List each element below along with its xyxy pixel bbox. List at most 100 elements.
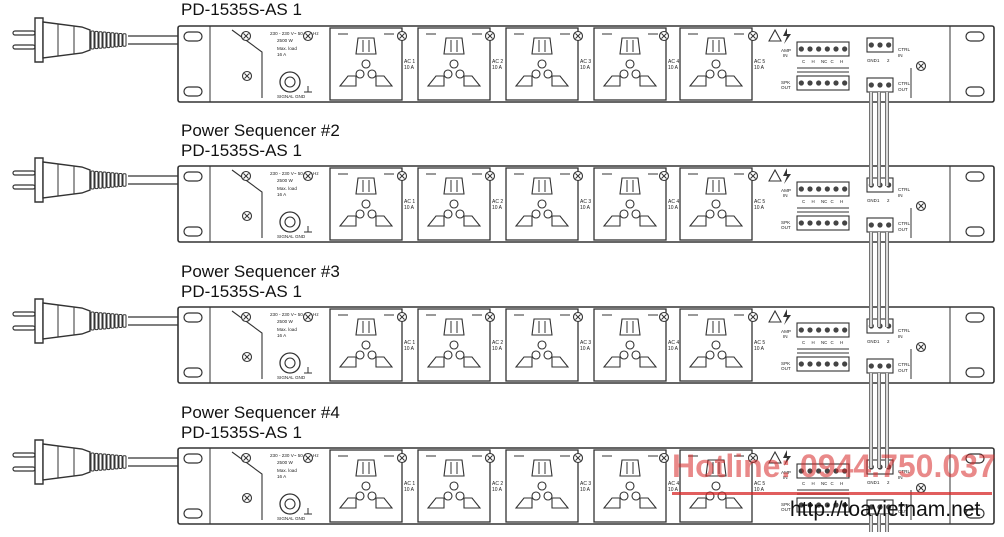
rating-power: 2500 W	[277, 460, 293, 465]
plug-strain-ring	[114, 313, 119, 329]
ground-terminal-inner	[284, 498, 296, 510]
plug-strain-ring	[90, 170, 95, 190]
rack-ear-slot	[183, 171, 203, 182]
outlet-hole	[531, 491, 541, 501]
screw-slot	[750, 455, 756, 461]
terminal-screw	[842, 46, 848, 52]
terminal-screw	[816, 327, 822, 333]
terminal-screw	[807, 220, 813, 226]
outlet-hole	[361, 481, 371, 491]
plug-strain-ring	[90, 311, 95, 331]
ctrl-terminal-label: 1	[877, 339, 880, 344]
plug-strain-ring	[118, 454, 123, 470]
ctrl-in-label: IN	[898, 475, 903, 480]
outlet-label: AC 4	[668, 59, 679, 65]
plug-strain-ring	[122, 455, 127, 469]
lightning-icon	[783, 450, 791, 466]
rating-power: 2500 W	[277, 38, 293, 43]
terminal-label: NC	[821, 199, 827, 204]
spk-out-label: OUT	[781, 507, 791, 512]
plug-strain-ring	[98, 31, 103, 49]
screw-slot	[487, 314, 493, 320]
outlet-hole	[537, 59, 547, 69]
ctrl-in-label: CTRL	[898, 469, 910, 474]
outlet-side-slot	[514, 215, 533, 227]
ctrl-terminal-label: GND	[867, 480, 877, 485]
amp-in-label: AMP	[781, 188, 791, 193]
rating-current: 16 A	[277, 192, 287, 197]
terminal-screw	[886, 42, 892, 48]
outlet-label: AC 4	[668, 481, 679, 487]
outlet-hole	[543, 69, 553, 79]
screw-slot	[243, 173, 249, 179]
outlet-rating-label: 10 A	[754, 487, 765, 493]
terminal-screw	[868, 42, 874, 48]
plug-body	[42, 443, 91, 481]
terminal-screw	[877, 363, 883, 369]
plug-prong	[12, 30, 36, 36]
unit-2-model-title: PD-1535S-AS 1	[181, 141, 302, 160]
outlet-side-slot	[463, 75, 482, 87]
plug-prong	[12, 170, 36, 176]
terminal-label: C	[802, 340, 805, 345]
spk-out-label: SPK	[781, 502, 791, 507]
outlet-hole	[443, 350, 453, 360]
outlet-side-slot	[551, 497, 570, 509]
rack-ear-slot	[183, 86, 203, 97]
outlet-side-slot	[514, 497, 533, 509]
outlet-side-slot	[338, 497, 357, 509]
terminal-label: C	[831, 199, 834, 204]
outlet-hole	[367, 491, 377, 501]
outlet-hole	[619, 209, 629, 219]
ctrl-in-label: CTRL	[898, 328, 910, 333]
terminal-block	[796, 181, 850, 197]
outlet-rating-label: 10 A	[580, 346, 591, 352]
terminal-label: NC	[821, 481, 827, 486]
outlet-label: AC 3	[580, 59, 591, 65]
outlet-hole	[455, 350, 465, 360]
outlet-side-slot	[338, 215, 357, 227]
outlet-hole	[355, 69, 365, 79]
plug-prong	[12, 452, 36, 458]
outlet-side-slot	[688, 497, 707, 509]
outlet-hole	[537, 481, 547, 491]
outlet-hole	[711, 481, 721, 491]
outlet-rating-label: 10 A	[404, 487, 415, 493]
outlet-side-slot	[375, 75, 394, 87]
lightning-icon	[783, 28, 791, 44]
screw-slot	[750, 314, 756, 320]
ctrl-out-label: OUT	[898, 87, 908, 92]
outlet-hole	[449, 199, 459, 209]
terminal-screw	[877, 42, 883, 48]
screw-slot	[487, 455, 493, 461]
rating-current: 16 A	[277, 474, 287, 479]
amp-in-label: AMP	[781, 329, 791, 334]
terminal-label: C	[802, 59, 805, 64]
plug-strain-ring	[106, 31, 111, 49]
terminal-screw	[868, 363, 874, 369]
ctrl-in-label: CTRL	[898, 47, 910, 52]
rating-max-load: Max. load	[277, 468, 297, 473]
ctrl-terminal-label: 2	[887, 480, 890, 485]
ctrl-out-label: OUT	[898, 368, 908, 373]
outlet-hole	[537, 340, 547, 350]
plug-prong	[12, 466, 36, 472]
screw-slot	[661, 314, 667, 320]
terminal-screw	[877, 222, 883, 228]
amp-in-label: IN	[783, 53, 788, 58]
plug-strain-ring	[114, 172, 119, 188]
outlet-label: AC 2	[492, 199, 503, 205]
terminal-screw	[816, 80, 822, 86]
outlet-hole	[455, 209, 465, 219]
unit-2-name-title: Power Sequencer #2	[181, 121, 340, 140]
terminal-screw	[833, 46, 839, 52]
plug-strain-ring	[110, 454, 115, 470]
terminal-screw	[833, 220, 839, 226]
outlet-label: AC 5	[754, 340, 765, 346]
amp-in-label: IN	[783, 475, 788, 480]
screw-slot	[918, 344, 924, 350]
terminal-screw	[807, 186, 813, 192]
rack-ear-slot	[965, 86, 985, 97]
